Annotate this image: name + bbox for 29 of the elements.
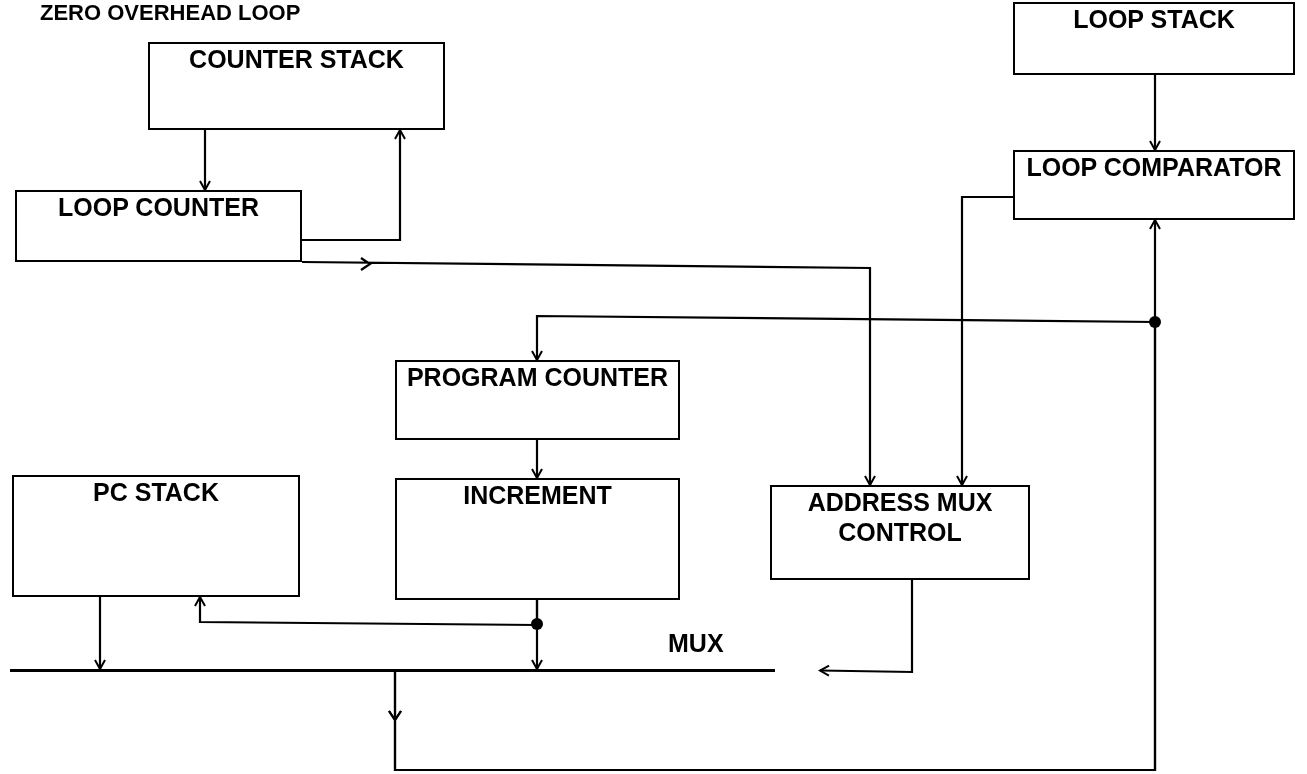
box-label: INCREMENT xyxy=(462,480,613,510)
arrow xyxy=(199,130,211,191)
arrow xyxy=(956,195,1013,486)
arrow xyxy=(302,129,406,242)
arrow xyxy=(819,580,914,677)
process-box xyxy=(1013,150,1295,220)
arrow xyxy=(1149,75,1161,151)
arrow xyxy=(300,256,876,487)
box-label: ADDRESS MUX CONTROL xyxy=(806,487,994,547)
bus-line xyxy=(10,669,775,672)
box-label: PC STACK xyxy=(92,477,220,507)
process-box xyxy=(148,42,445,130)
box-label: LOOP STACK xyxy=(1072,4,1236,34)
arrow xyxy=(531,440,543,479)
process-box xyxy=(1013,2,1295,75)
process-box xyxy=(12,475,300,597)
arrow xyxy=(94,597,106,670)
box-label: LOOP COMPARATOR xyxy=(1025,152,1283,182)
diagram-title: ZERO OVERHEAD LOOP xyxy=(40,0,301,26)
box-label: PROGRAM COUNTER xyxy=(405,362,670,392)
box-label: COUNTER STACK xyxy=(188,44,405,74)
process-box xyxy=(15,190,302,262)
process-box xyxy=(395,360,680,440)
process-box xyxy=(770,485,1030,580)
process-box xyxy=(395,478,680,600)
arrow xyxy=(387,314,1157,772)
arrow xyxy=(531,600,543,670)
bus-label: MUX xyxy=(668,629,724,658)
box-label: LOOP COUNTER xyxy=(57,192,260,222)
